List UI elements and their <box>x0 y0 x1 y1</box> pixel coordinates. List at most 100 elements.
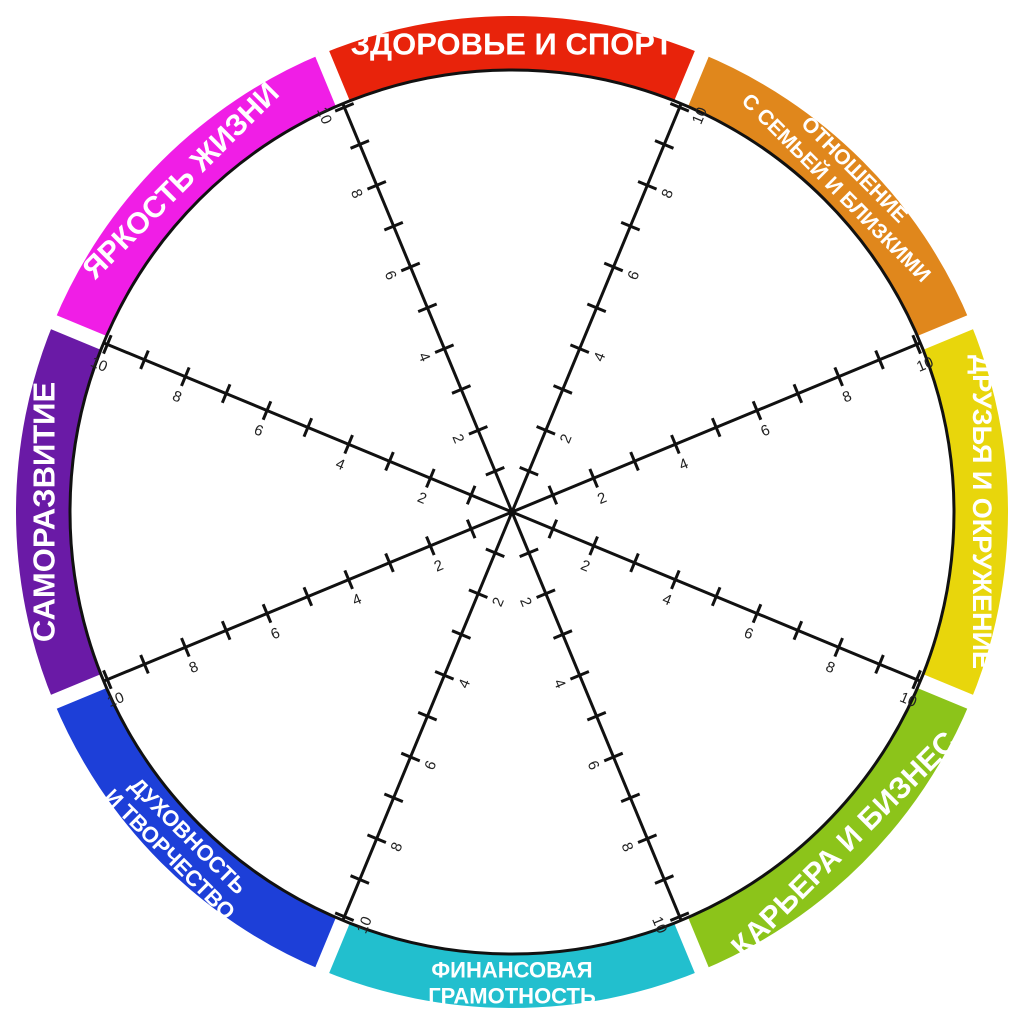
axis-tick <box>343 569 354 590</box>
axis-tick <box>669 102 690 113</box>
segment-health <box>322 16 702 108</box>
axis-tick <box>417 710 438 722</box>
segment-gap <box>307 908 354 992</box>
axis-tick <box>384 451 395 472</box>
axis-tick <box>670 569 681 590</box>
axis-tick <box>384 552 395 573</box>
axis-tick <box>425 536 436 556</box>
axis-tick <box>180 637 191 658</box>
axis-tick <box>654 139 675 150</box>
axis-tick <box>620 792 641 804</box>
axis-tick <box>400 751 421 763</box>
axis-tick <box>451 629 472 640</box>
axis-tick <box>603 751 624 763</box>
axis-tick <box>334 911 355 922</box>
tick-label: 10 <box>105 689 127 711</box>
axis-tick <box>536 588 556 599</box>
axis-tick <box>751 400 763 421</box>
segment-self-development <box>15 322 108 702</box>
axis-tick <box>343 434 354 455</box>
segment-label-health: ЗДОРОВЬЕ И СПОРТ <box>351 27 674 62</box>
segment-gap <box>670 908 717 992</box>
axis-tick <box>220 620 232 641</box>
axis-tick <box>349 139 370 150</box>
axis-tick <box>588 468 599 488</box>
axis-tick <box>620 220 641 232</box>
tick-label: 10 <box>689 105 711 127</box>
axis-tick <box>833 637 844 658</box>
axis-tick <box>710 417 722 438</box>
tick-label: 10 <box>313 105 335 127</box>
axis-tick <box>261 400 273 421</box>
axis-tick <box>751 603 763 624</box>
axis-tick <box>670 434 681 455</box>
segment-label-finance: ГРАМОТНОСТЬ <box>428 984 596 1009</box>
axis-tick <box>547 485 559 505</box>
axis-tick <box>629 451 640 472</box>
segment-gap <box>908 670 992 717</box>
axis-tick <box>261 603 273 624</box>
axis-tick <box>637 833 658 844</box>
axis-tick <box>603 261 624 273</box>
axis-tick <box>792 620 804 641</box>
axis-tick <box>710 586 722 607</box>
axis-tick <box>569 343 590 354</box>
axis-tick <box>569 670 590 681</box>
axis-tick <box>220 383 232 404</box>
axis-tick <box>833 366 844 387</box>
axis-tick <box>425 468 436 488</box>
axis-tick <box>911 334 922 355</box>
axis-tick <box>586 710 607 722</box>
axis-tick <box>139 349 150 370</box>
axis-tick <box>334 102 355 113</box>
axis-tick <box>400 261 421 273</box>
axis-tick <box>102 669 113 690</box>
axis-tick <box>302 417 314 438</box>
segment-gap <box>32 307 116 354</box>
axis-tick <box>629 552 640 573</box>
segment-label-self-development: САМОРАЗВИТИЕ <box>27 382 62 642</box>
axis-tick <box>637 180 658 191</box>
axis-tick <box>669 911 690 922</box>
axis-tick <box>468 588 488 599</box>
axis-tick <box>911 669 922 690</box>
axis-tick <box>417 302 438 314</box>
segment-label-friends: ДРУЗЬЯ И ОКРУЖЕНИЕ <box>967 355 997 669</box>
axis-tick <box>465 485 477 505</box>
axis-tick <box>485 465 505 477</box>
axis-tick <box>874 349 885 370</box>
axis-tick <box>383 220 404 232</box>
axis-tick <box>792 383 804 404</box>
axis-tick <box>102 334 113 355</box>
segment-gaps <box>32 32 992 992</box>
segment-label-finance: ФИНАНСОВАЯ <box>431 958 592 983</box>
tick-label: 10 <box>914 354 936 376</box>
axis-tick <box>180 366 191 387</box>
segment-finance <box>322 916 702 1008</box>
segment-gap <box>307 32 354 116</box>
axis-tick <box>451 384 472 395</box>
tick-label: 10 <box>897 689 919 711</box>
axis-tick <box>302 586 314 607</box>
axis-tick <box>586 302 607 314</box>
axis-tick <box>349 874 370 885</box>
axis-tick <box>519 465 539 477</box>
axis-tick <box>552 629 573 640</box>
segment-gap <box>908 307 992 354</box>
axis-tick <box>519 547 539 559</box>
tick-label: 10 <box>88 354 110 376</box>
axis-tick <box>366 833 387 844</box>
tick-label: 10 <box>648 914 670 936</box>
axis-tick <box>366 180 387 191</box>
axis-tick <box>536 425 556 436</box>
axis-tick <box>139 654 150 675</box>
axis-tick <box>874 654 885 675</box>
axis-tick <box>485 547 505 559</box>
axis-tick <box>383 792 404 804</box>
segment-gap <box>32 670 116 717</box>
axis-tick <box>547 519 559 539</box>
axis-tick <box>434 343 455 354</box>
center-point <box>508 508 516 516</box>
axis-tick <box>552 384 573 395</box>
